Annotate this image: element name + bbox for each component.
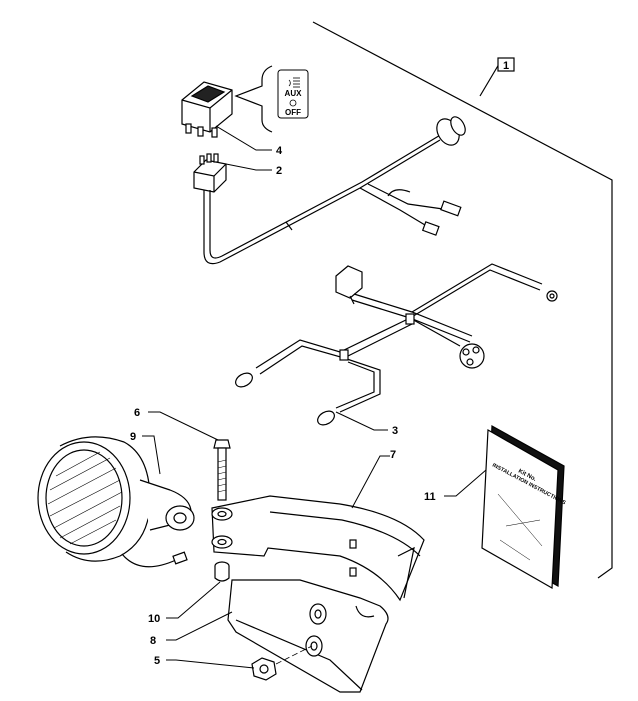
bracket-lower (227, 579, 389, 693)
svg-text:3: 3 (392, 425, 398, 437)
callout-4: 4 (215, 125, 283, 157)
switch-symbol-plate (277, 69, 309, 119)
svg-text:10: 10 (148, 613, 160, 625)
svg-text:9: 9 (130, 431, 136, 443)
svg-text:1: 1 (503, 60, 509, 72)
callout-8: 8 (150, 611, 233, 647)
lower-wiring-harness (235, 263, 558, 426)
upper-wiring-harness (193, 116, 466, 265)
mounting-bolt (213, 439, 231, 501)
installation-manual: Kit No. INSTALLATION INSTRUCTIONS (481, 425, 567, 590)
callout-6: 6 (134, 407, 219, 441)
work-lamp (37, 436, 195, 568)
assembly-axis-line (275, 645, 313, 665)
switch-off-label: OFF (285, 108, 301, 117)
switch-legend: AUX OFF (234, 65, 309, 133)
svg-text:8: 8 (150, 635, 156, 647)
switch-aux-label: AUX (285, 89, 303, 98)
svg-text:5: 5 (154, 655, 160, 667)
kit-boundary (312, 21, 613, 579)
rocker-switch (181, 81, 233, 138)
work-light-icon (288, 77, 300, 88)
callout-5: 5 (154, 655, 255, 669)
callout-1: 1 (497, 57, 515, 72)
svg-text:4: 4 (276, 145, 283, 157)
callout-7: 7 (351, 449, 396, 509)
callout-11: 11 (424, 469, 487, 503)
hex-nut (251, 657, 277, 681)
callout-2: 2 (225, 163, 282, 177)
switch-position-dot (289, 99, 297, 107)
callout-10: 10 (148, 581, 221, 625)
bracket-upper (211, 495, 425, 602)
callout-3: 3 (335, 411, 398, 437)
svg-text:2: 2 (276, 165, 282, 177)
spacer-bushing (214, 561, 230, 582)
svg-text:6: 6 (134, 407, 140, 419)
lamp-lens-pattern (47, 451, 123, 545)
svg-text:7: 7 (390, 449, 396, 461)
svg-text:11: 11 (424, 491, 436, 503)
callout-9: 9 (130, 431, 161, 475)
